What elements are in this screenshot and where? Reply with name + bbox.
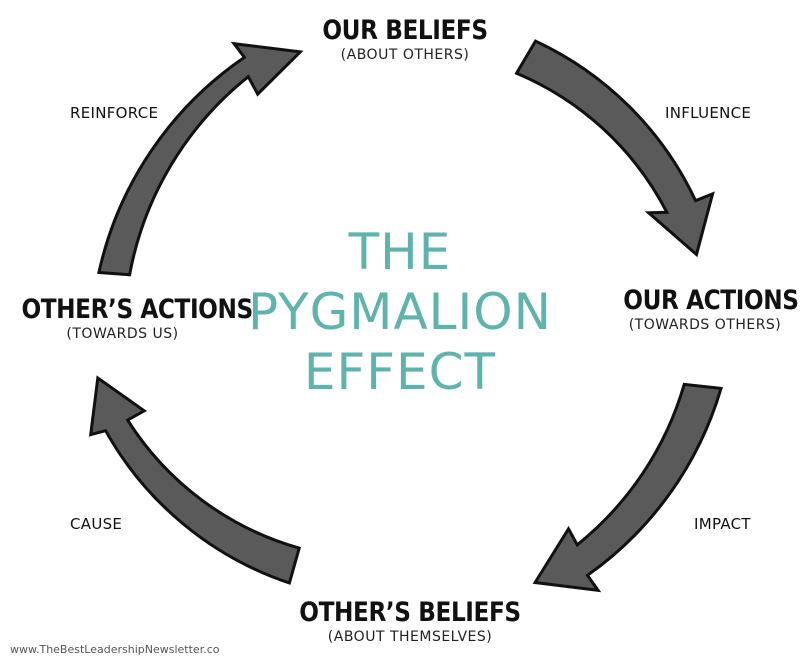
arrow-bottom-right [532, 382, 723, 593]
node-heading: OTHER’S ACTIONS [21, 294, 253, 325]
node-our-beliefs: OUR BELIEFS (ABOUT OTHERS) [300, 16, 510, 64]
node-subheading: (TOWARDS OTHERS) [628, 317, 782, 333]
node-subheading: (TOWARDS US) [66, 326, 179, 342]
arrow-top-right [514, 39, 715, 258]
node-heading: OTHER’S BELIEFS [299, 597, 521, 628]
arrow-bottom-left [88, 375, 302, 585]
node-our-actions: OUR ACTIONS (TOWARDS OTHERS) [610, 286, 800, 334]
diagram-title: THE PYGMALION EFFECT [200, 222, 600, 402]
node-heading: OUR ACTIONS [623, 285, 799, 316]
title-line-1: THE [348, 223, 452, 281]
source-credit: www.TheBestLeadershipNewsletter.co [10, 643, 220, 656]
edge-label-influence: INFLUENCE [665, 104, 752, 122]
edge-label-cause: CAUSE [70, 515, 123, 533]
edge-label-reinforce: REINFORCE [70, 104, 159, 122]
title-line-3: EFFECT [303, 343, 497, 401]
node-subheading: (ABOUT THEMSELVES) [327, 629, 493, 645]
node-subheading: (ABOUT OTHERS) [340, 47, 470, 63]
edge-label-impact: IMPACT [694, 515, 751, 533]
node-heading: OUR BELIEFS [322, 15, 488, 46]
title-line-2: PYGMALION [247, 283, 553, 341]
node-others-beliefs: OTHER’S BELIEFS (ABOUT THEMSELVES) [275, 598, 545, 646]
arrow-top-left [97, 41, 304, 277]
node-others-actions: OTHER’S ACTIONS (TOWARDS US) [5, 294, 253, 343]
